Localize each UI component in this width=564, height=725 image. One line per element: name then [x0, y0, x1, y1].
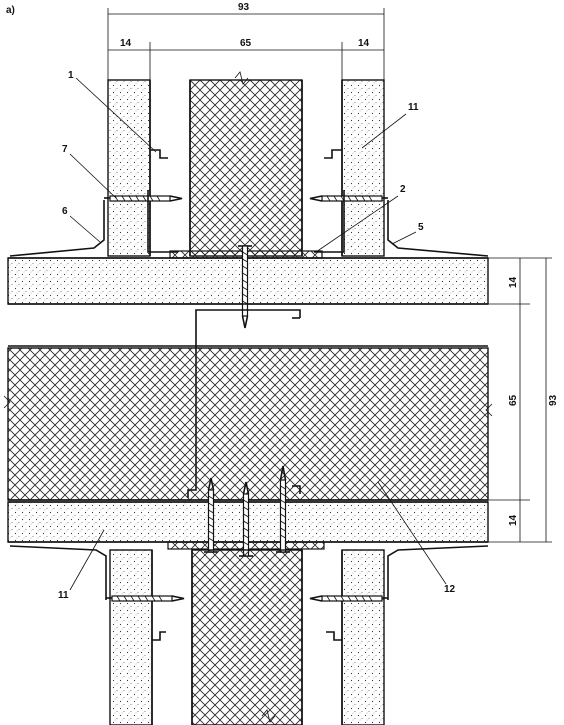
lower-insulation: [191, 549, 303, 725]
upper-left-timber: [107, 79, 151, 257]
top-horizontal-panel: [7, 245, 489, 329]
upper-insulation: [189, 79, 303, 257]
lower-left-timber: [109, 549, 153, 725]
clip-upper-left: [150, 149, 168, 159]
clip-lower-left: [152, 631, 166, 641]
dim-right-top-wood: 14: [508, 276, 519, 288]
middle-insulation: [7, 347, 489, 501]
callout-11-top: 11: [408, 102, 419, 113]
callout-5: 5: [418, 222, 424, 233]
screw-upper-left: [104, 195, 183, 202]
right-dimension-group: 14 65 14 93: [488, 257, 559, 543]
dim-right-bottom-wood: 14: [508, 514, 519, 526]
upper-right-timber: [341, 79, 385, 257]
screw-lower-left: [106, 595, 185, 602]
dim-top-left-wood: 14: [120, 38, 132, 49]
screw-top-center: [238, 245, 252, 329]
callout-group: 1 7 6 2 11 5 11 12: [58, 70, 456, 601]
flashing-right: [387, 200, 489, 257]
clip-lower-right: [326, 631, 342, 641]
dim-top-insulation: 65: [240, 38, 252, 49]
screw-lower-right: [309, 595, 388, 602]
lower-right-timber: [341, 549, 385, 725]
dim-top-right-wood: 14: [358, 38, 370, 49]
flashing-left: [9, 200, 105, 257]
clip-upper-right: [324, 149, 342, 159]
bottom-horizontal-panel: [7, 465, 489, 557]
panel-letter: a): [6, 5, 15, 16]
callout-7: 7: [62, 144, 68, 155]
top-dimension-group: 93 14 65 14: [107, 2, 385, 80]
callout-12: 12: [444, 584, 456, 595]
callout-6: 6: [62, 206, 68, 217]
callout-1: 1: [68, 70, 74, 81]
dim-right-insulation: 65: [508, 394, 519, 406]
dim-top-overall: 93: [238, 2, 250, 13]
lower-wall: [9, 545, 489, 725]
screw-upper-right: [309, 195, 388, 202]
dim-right-overall: 93: [548, 394, 559, 406]
upper-wall: [9, 71, 489, 257]
callout-2: 2: [400, 184, 406, 195]
callout-11-bottom: 11: [58, 590, 69, 601]
